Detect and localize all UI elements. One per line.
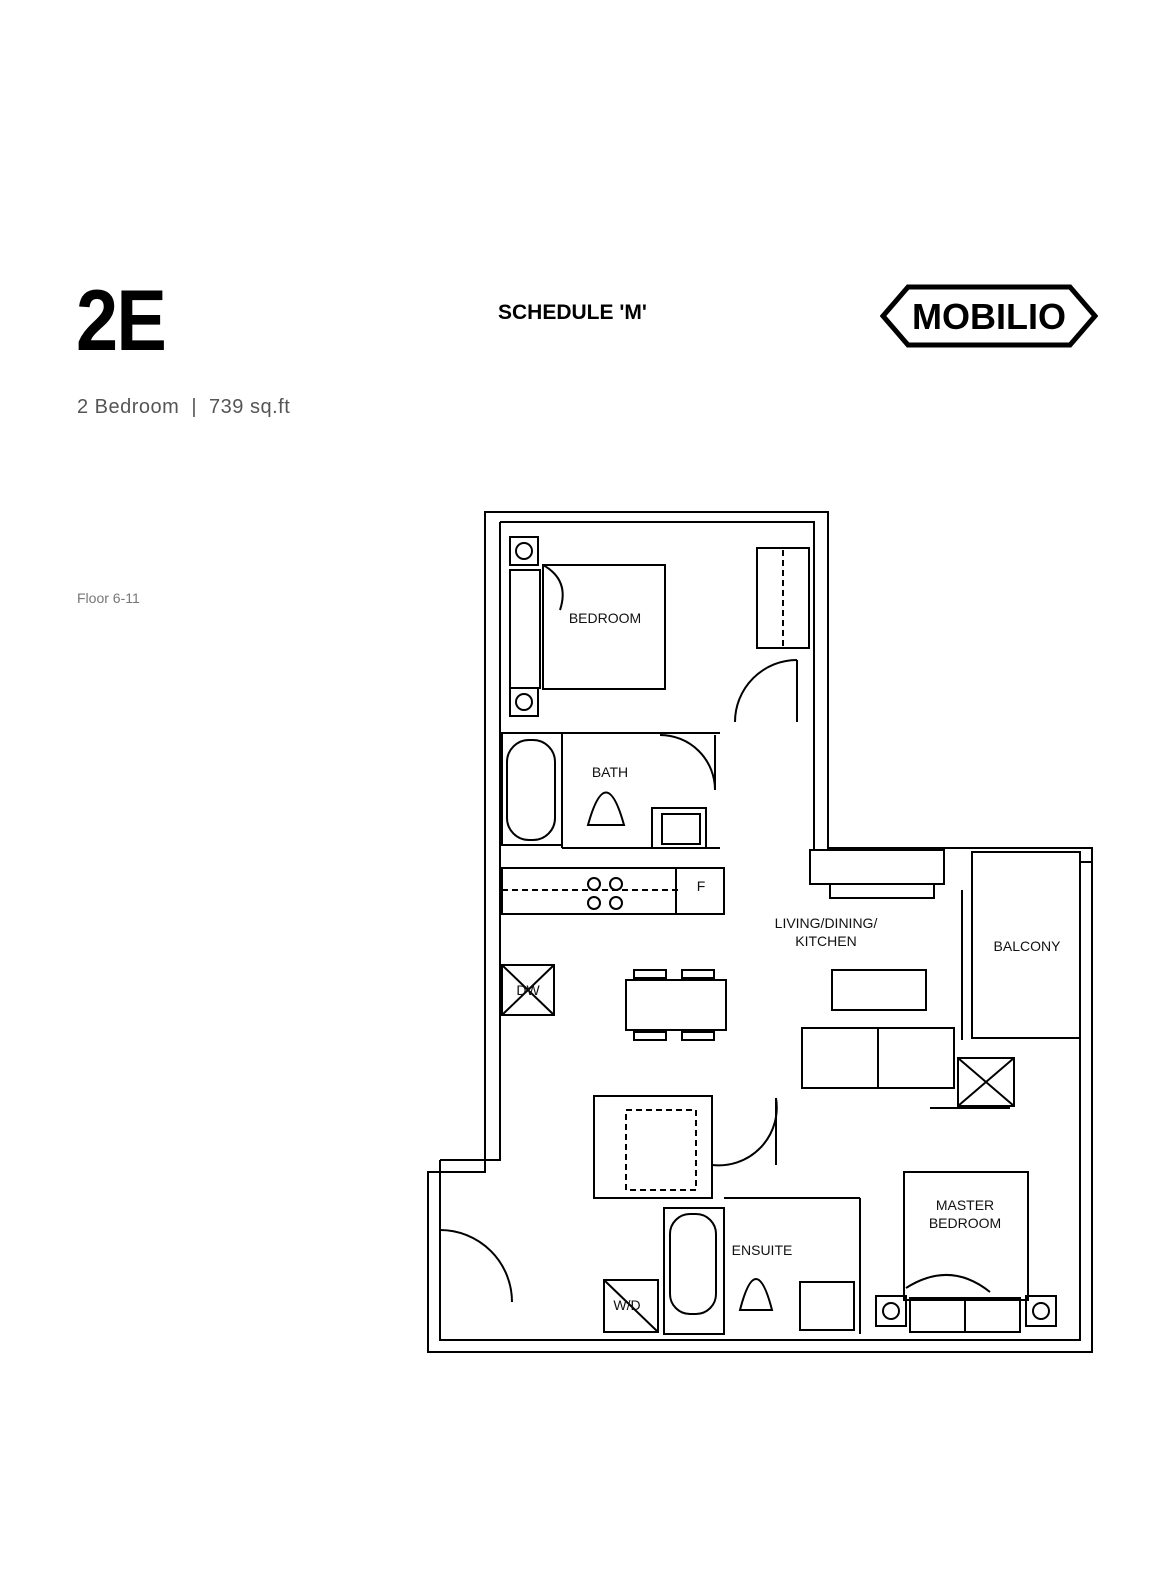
bath-area (501, 732, 720, 849)
label-balcony: BALCONY (994, 938, 1062, 954)
bedroom-area (509, 536, 810, 723)
label-living-2: KITCHEN (795, 933, 856, 949)
unit-summary: 2 Bedroom | 739 sq.ft (77, 396, 290, 419)
label-ensuite: ENSUITE (732, 1242, 793, 1258)
entry-door (439, 1229, 513, 1303)
label-dw: DW (516, 982, 540, 998)
exterior-wall (427, 511, 1093, 1353)
unit-area: 739 sq.ft (209, 396, 291, 418)
label-fridge: F (697, 878, 706, 894)
living-area (801, 849, 1015, 1107)
bedroom-count: 2 Bedroom (77, 396, 180, 418)
mobilio-logo: MOBILIO (880, 284, 1098, 348)
kitchen-counter (501, 867, 725, 1016)
label-master-1: MASTER (936, 1197, 994, 1213)
dining-table (625, 969, 727, 1041)
summary-separator: | (191, 396, 198, 418)
label-bath: BATH (592, 764, 628, 780)
unit-code: 2E (76, 273, 167, 369)
label-bedroom: BEDROOM (569, 610, 641, 626)
floor-range: Floor 6-11 (77, 590, 140, 606)
logo-text: MOBILIO (912, 296, 1066, 337)
master-bedroom-area (875, 1107, 1057, 1333)
label-wd: W/D (613, 1297, 640, 1313)
balcony-area (961, 851, 1081, 1040)
schedule-label: SCHEDULE 'M' (498, 301, 647, 324)
label-master-2: BEDROOM (929, 1215, 1001, 1231)
ensuite-area (593, 1095, 861, 1335)
label-living-1: LIVING/DINING/ (775, 915, 878, 931)
